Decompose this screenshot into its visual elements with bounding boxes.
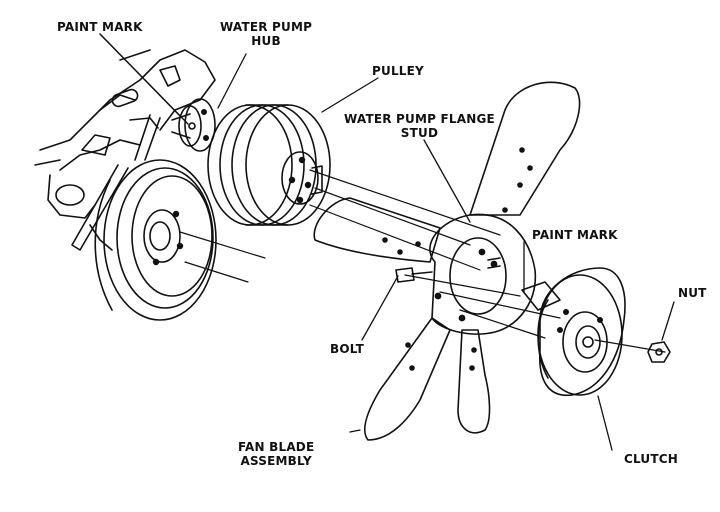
nut-part bbox=[647, 341, 671, 363]
label-paint-mark-top: PAINT MARK bbox=[57, 20, 143, 34]
clutch-part bbox=[521, 267, 626, 397]
leader-lines bbox=[99, 33, 675, 451]
label-fan-blade-assembly: FAN BLADE ASSEMBLY bbox=[238, 440, 315, 468]
label-water-pump-hub: WATER PUMP HUB bbox=[220, 20, 313, 48]
label-bolt: BOLT bbox=[330, 342, 364, 356]
label-pulley: PULLEY bbox=[372, 64, 424, 78]
fan-blade-assembly bbox=[313, 81, 581, 441]
bolt-part bbox=[395, 267, 433, 283]
label-clutch: CLUTCH bbox=[624, 452, 679, 466]
alignment-lines bbox=[179, 169, 666, 353]
water-pump-pulley bbox=[207, 104, 331, 226]
label-nut: NUT bbox=[678, 286, 707, 300]
water-pump-hub bbox=[171, 98, 216, 152]
belt bbox=[71, 114, 161, 251]
engine-block bbox=[34, 49, 216, 251]
crank-pulley bbox=[94, 159, 217, 321]
label-water-pump-flange-stud: WATER PUMP FLANGE STUD bbox=[344, 112, 495, 140]
label-paint-mark-right: PAINT MARK bbox=[532, 228, 618, 242]
